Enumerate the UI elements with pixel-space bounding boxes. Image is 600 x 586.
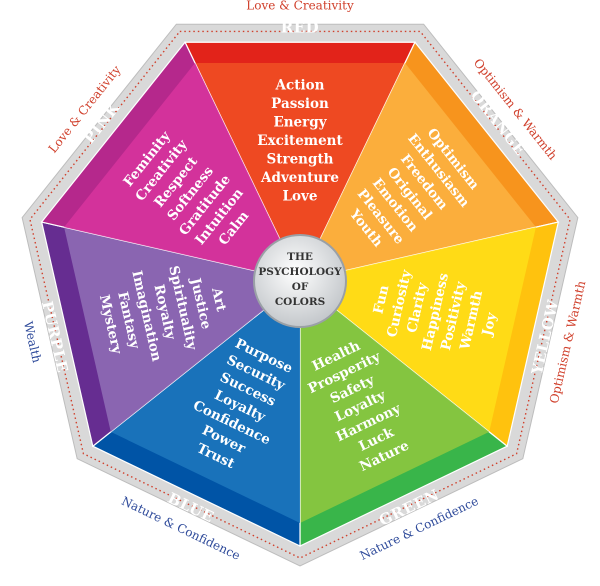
center-line-4: COLORS — [275, 296, 325, 308]
rim-label: Wealth — [21, 320, 44, 364]
center-badge: THE PSYCHOLOGY OF COLORS — [253, 234, 347, 328]
segment-yellow-inner — [300, 227, 536, 432]
segment-green-inner — [300, 281, 490, 523]
rim-label: Love & Creativity — [246, 0, 354, 13]
word-red: Action — [275, 78, 325, 94]
word-red: Love — [283, 189, 318, 205]
word-yellow: Joy — [479, 310, 500, 338]
word-red: Excitement — [257, 133, 343, 149]
center-line-3: OF — [292, 281, 309, 293]
segment-pink-inner — [64, 62, 300, 282]
center-line-1: THE — [287, 251, 313, 263]
word-red: Strength — [267, 152, 334, 168]
segment-blue-inner — [110, 281, 300, 523]
word-yellow: Fun — [370, 283, 392, 315]
word-purple: Art — [208, 285, 229, 314]
segment-red-inner — [195, 62, 405, 282]
center-line-2: PSYCHOLOGY — [258, 266, 342, 278]
word-red: Energy — [273, 115, 327, 131]
segment-orange-inner — [300, 62, 536, 282]
segment-purple-inner — [64, 227, 300, 432]
word-red: Adventure — [260, 170, 339, 186]
segment-title-red: RED — [281, 19, 319, 37]
dotted-border — [29, 30, 571, 559]
center-circle — [253, 234, 347, 328]
word-red: Passion — [271, 96, 329, 112]
